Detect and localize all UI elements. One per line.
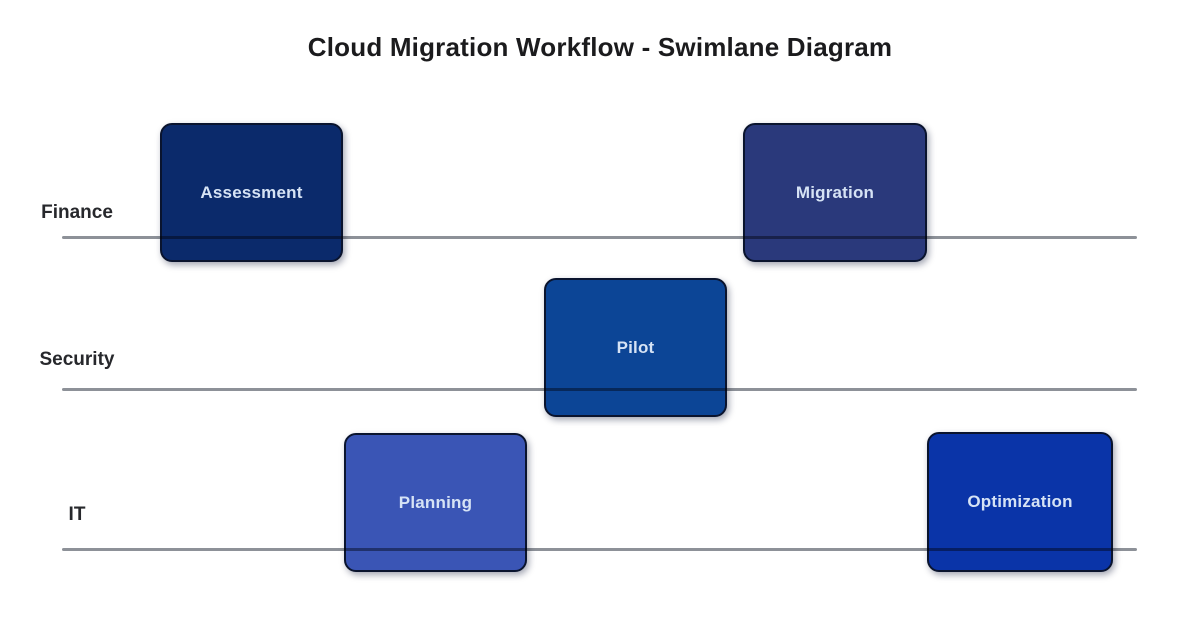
node-label-migration: Migration bbox=[795, 182, 875, 202]
node-label-planning: Planning bbox=[398, 492, 473, 512]
lane-label-it: IT bbox=[68, 504, 86, 525]
node-optimization: Optimization bbox=[927, 432, 1113, 572]
lane-label-security: Security bbox=[39, 349, 115, 370]
lane-line-security bbox=[62, 387, 1137, 391]
lane-label-finance: Finance bbox=[41, 202, 113, 223]
node-pilot: Pilot bbox=[544, 278, 727, 417]
node-migration: Migration bbox=[743, 123, 927, 262]
node-label-pilot: Pilot bbox=[616, 337, 655, 357]
node-label-assessment: Assessment bbox=[200, 182, 303, 202]
lane-line-finance bbox=[62, 235, 1137, 239]
node-label-optimization: Optimization bbox=[967, 492, 1073, 511]
node-planning: Planning bbox=[344, 433, 527, 572]
diagram-title: Cloud Migration Workflow - Swimlane Diag… bbox=[307, 32, 893, 62]
node-assessment: Assessment bbox=[160, 123, 343, 262]
lane-line-it bbox=[62, 547, 1137, 551]
